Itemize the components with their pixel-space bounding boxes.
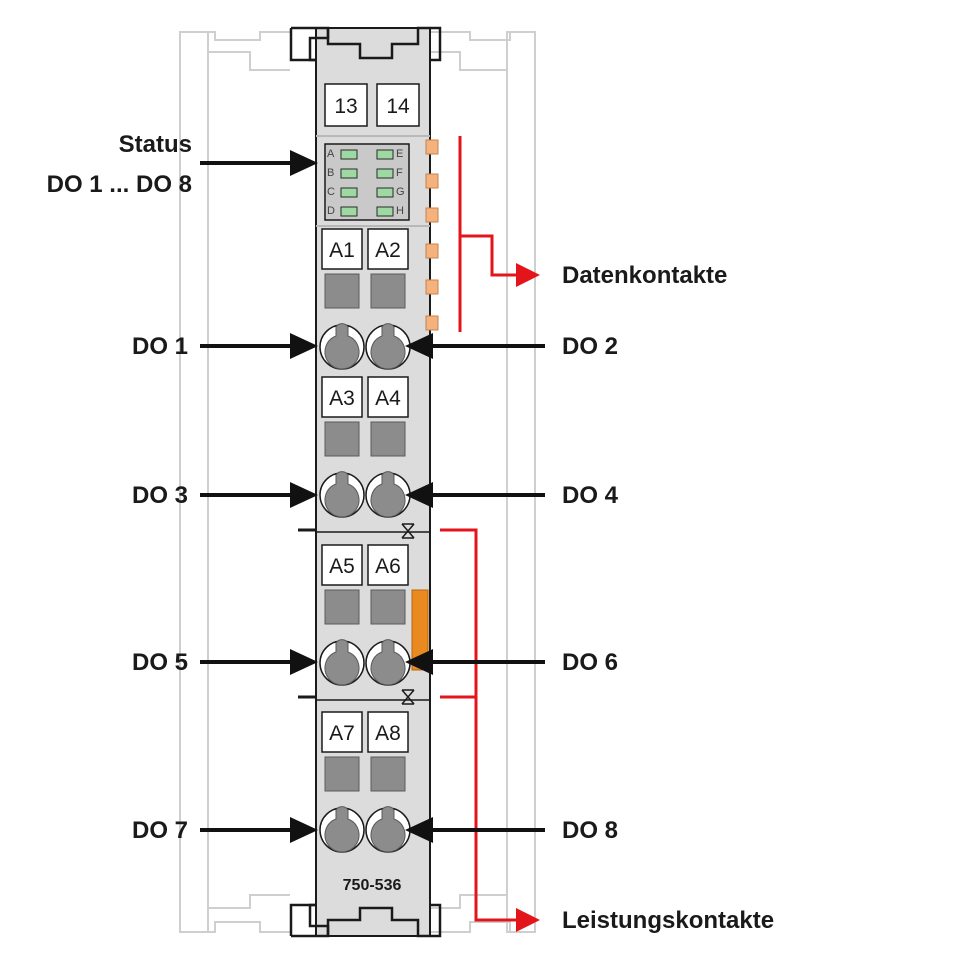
data-contacts-arrowhead bbox=[516, 263, 540, 287]
terminal-tag-label: A4 bbox=[375, 387, 401, 410]
tag-13: 13 bbox=[334, 95, 357, 118]
led-letter-a: A bbox=[327, 148, 335, 160]
led-letter-d: D bbox=[327, 205, 335, 217]
terminal-tag-label: A7 bbox=[329, 722, 355, 745]
terminal-tag-label: A3 bbox=[329, 387, 355, 410]
part-number: 750-536 bbox=[343, 877, 402, 894]
status-led bbox=[340, 149, 358, 160]
power-contacts-arrowhead bbox=[516, 908, 540, 932]
power-contacts-label: Leistungskontakte bbox=[562, 907, 774, 934]
release-button[interactable] bbox=[324, 273, 360, 309]
terminal-tag-box bbox=[321, 228, 363, 270]
clamp-keyhole[interactable] bbox=[370, 806, 406, 853]
led-letter-f: F bbox=[396, 167, 403, 179]
signal-arrows bbox=[200, 150, 545, 843]
label-do8: DO 8 bbox=[562, 817, 618, 844]
status-label-line1: Status bbox=[119, 131, 192, 158]
status-led bbox=[376, 149, 394, 160]
label-do1: DO 1 bbox=[132, 333, 188, 360]
label-do7: DO 7 bbox=[132, 817, 188, 844]
led-letter-c: C bbox=[327, 186, 335, 198]
terminal-tag-box bbox=[321, 711, 363, 753]
status-led bbox=[376, 206, 394, 217]
data-contacts bbox=[425, 139, 439, 331]
led-status-panel: A B C D E F G H bbox=[324, 143, 410, 221]
status-label-line2: DO 1 ... DO 8 bbox=[47, 171, 192, 198]
terminal-tag-box bbox=[321, 376, 363, 418]
clamp-keyhole[interactable] bbox=[324, 471, 360, 518]
data-contacts-label: Datenkontakte bbox=[562, 262, 727, 289]
release-button[interactable] bbox=[370, 421, 406, 457]
status-led bbox=[340, 206, 358, 217]
label-do6: DO 6 bbox=[562, 649, 618, 676]
label-do2: DO 2 bbox=[562, 333, 618, 360]
tag-14: 14 bbox=[386, 95, 410, 118]
release-button[interactable] bbox=[370, 756, 406, 792]
led-letter-b: B bbox=[327, 167, 334, 179]
led-letter-h: H bbox=[396, 205, 404, 217]
led-letter-e: E bbox=[396, 148, 403, 160]
release-button[interactable] bbox=[324, 589, 360, 625]
top-tag-group: 13 14 bbox=[324, 83, 420, 127]
terminal-tag-box bbox=[367, 711, 409, 753]
label-do4: DO 4 bbox=[562, 482, 619, 509]
terminal-tag-label: A2 bbox=[375, 239, 401, 262]
terminal-tag-box bbox=[367, 544, 409, 586]
power-contact-strip bbox=[411, 589, 429, 671]
clamp-keyhole[interactable] bbox=[370, 323, 406, 370]
clamp-keyhole[interactable] bbox=[370, 639, 406, 686]
release-button[interactable] bbox=[370, 273, 406, 309]
status-led bbox=[376, 187, 394, 198]
status-led bbox=[340, 168, 358, 179]
data-contacts-bracket bbox=[458, 136, 520, 332]
release-button[interactable] bbox=[370, 589, 406, 625]
ghost-neighbor-outlines bbox=[179, 31, 536, 933]
terminal-tag-box bbox=[321, 544, 363, 586]
terminal-tag-box bbox=[367, 376, 409, 418]
power-contacts-bracket bbox=[440, 528, 520, 922]
label-do3: DO 3 bbox=[132, 482, 188, 509]
clamp-keyhole[interactable] bbox=[370, 471, 406, 518]
label-do5: DO 5 bbox=[132, 649, 188, 676]
terminal-tag-label: A1 bbox=[329, 239, 355, 262]
clamp-keyhole[interactable] bbox=[324, 639, 360, 686]
terminal-tag-box bbox=[367, 228, 409, 270]
led-letter-g: G bbox=[396, 186, 405, 198]
release-button[interactable] bbox=[324, 421, 360, 457]
clamp-keyhole[interactable] bbox=[324, 806, 360, 853]
terminal-tag-label: A8 bbox=[375, 722, 401, 745]
clamp-keyhole[interactable] bbox=[324, 323, 360, 370]
release-button[interactable] bbox=[324, 756, 360, 792]
terminal-tag-label: A6 bbox=[375, 555, 401, 578]
terminal-tag-label: A5 bbox=[329, 555, 355, 578]
status-led bbox=[340, 187, 358, 198]
status-led bbox=[376, 168, 394, 179]
